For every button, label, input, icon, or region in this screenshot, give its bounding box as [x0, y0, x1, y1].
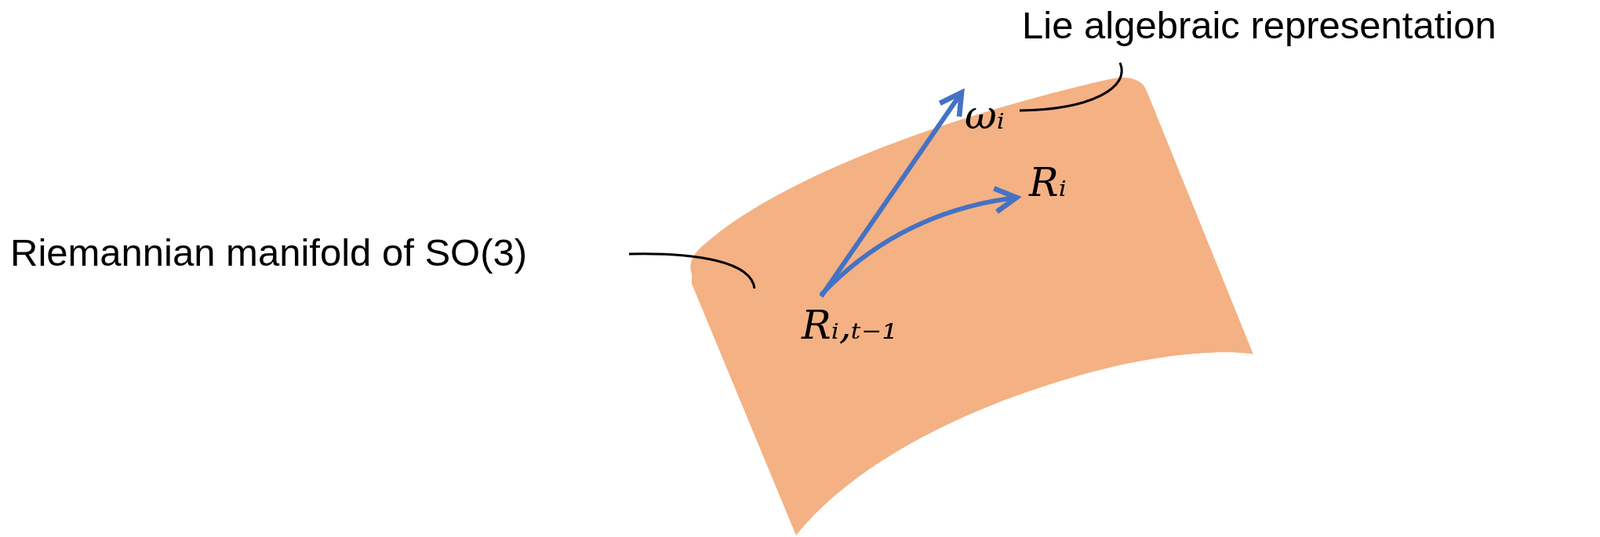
math-symbol: Rᵢ,ₜ₋₁ — [801, 304, 898, 348]
callout-label: Lie algebraic representation — [1021, 4, 1497, 48]
tangent-vector-arrow — [821, 92, 962, 297]
math-symbol: Rᵢ — [1029, 161, 1067, 205]
leader-line — [629, 254, 755, 289]
manifold-surface — [690, 77, 1254, 536]
leader-line — [1019, 62, 1122, 111]
geodesic-arrow — [821, 197, 1017, 295]
callout-label: Riemannian manifold of SO(3) — [10, 232, 528, 275]
math-symbol: ωᵢ — [964, 94, 1005, 138]
manifold-rim — [796, 352, 1254, 536]
